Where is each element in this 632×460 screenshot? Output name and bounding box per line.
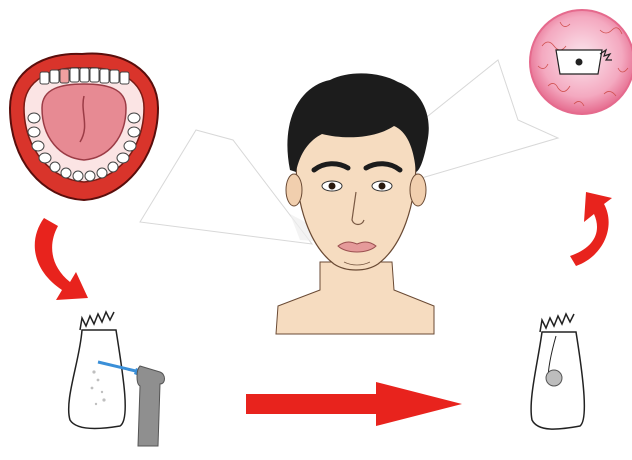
neck-shoulders [276, 262, 434, 334]
tooth-with-cavity-icon [531, 314, 584, 429]
face-portrait-icon [276, 73, 434, 334]
pupil-left [329, 183, 336, 190]
tooth-crown-right [540, 314, 574, 332]
mouth-with-teeth-icon [10, 53, 158, 200]
tooth-crown-left [80, 312, 114, 330]
curved-arrow-left-icon [35, 218, 88, 300]
cavity [546, 370, 562, 386]
ear-right [410, 174, 426, 206]
upper-teeth [40, 68, 129, 84]
drill-handpiece [137, 366, 165, 446]
straight-arrow-icon [246, 382, 462, 426]
curved-arrow-right-icon [570, 192, 612, 266]
pupil-right [379, 183, 386, 190]
tooth-with-drill-icon [69, 312, 165, 446]
ear-left [286, 174, 302, 206]
cell-dish-icon [530, 10, 632, 114]
cell-nucleus [576, 59, 583, 66]
